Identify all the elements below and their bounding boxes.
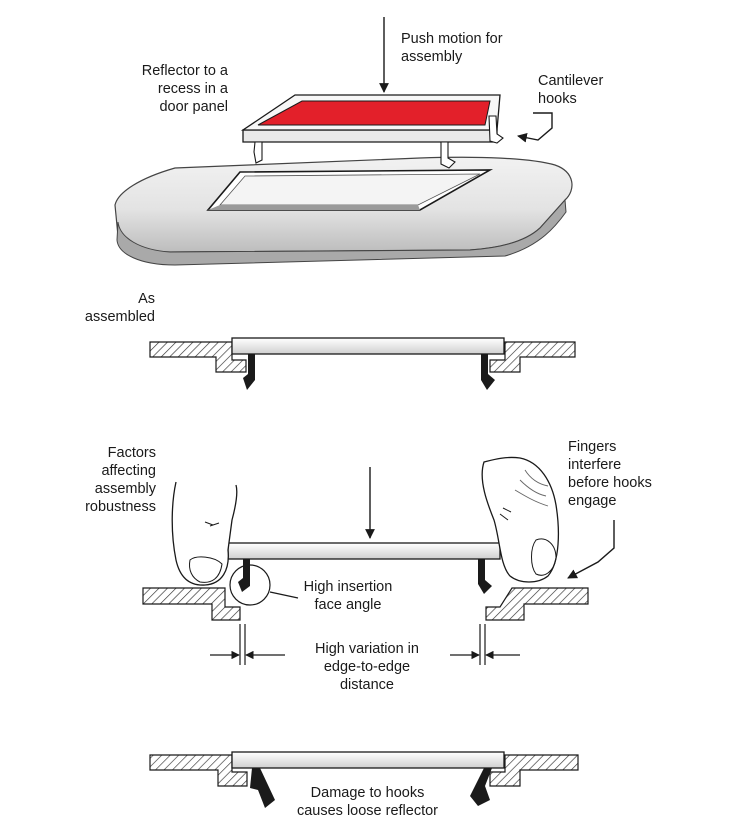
hook-left — [243, 354, 255, 390]
damage-section — [149, 751, 579, 808]
reflector-recess-label: Reflector to a recess in a door panel — [141, 63, 228, 115]
as-assembled-label: As assembled — [84, 291, 155, 325]
finger-right — [481, 456, 560, 583]
factors-section — [142, 456, 615, 665]
reflector-3d — [240, 94, 504, 169]
finger-left — [171, 481, 238, 586]
cantilever-hooks-label: Cantilever hooks — [538, 73, 604, 107]
fingers-label: Fingers interfere before hooks engage — [568, 439, 652, 509]
as-assembled-section — [149, 337, 576, 390]
cantilever-leader — [517, 112, 553, 143]
damage-label: Damage to hooks causes loose reflector — [296, 785, 439, 819]
insertion-angle-circle — [229, 564, 271, 606]
door-panel-3d — [114, 156, 573, 266]
variation-label: High variation in edge-to-edge distance — [315, 641, 419, 693]
insertion-angle-label: High insertion face angle — [303, 579, 393, 613]
reflector-lens — [257, 100, 491, 126]
factors-label: Factors affecting assembly robustness — [85, 445, 156, 515]
damaged-hook-left — [250, 768, 275, 808]
push-motion-label: Push motion for assembly — [401, 31, 503, 65]
damaged-hook-right — [470, 768, 492, 806]
hook-right — [481, 354, 495, 390]
